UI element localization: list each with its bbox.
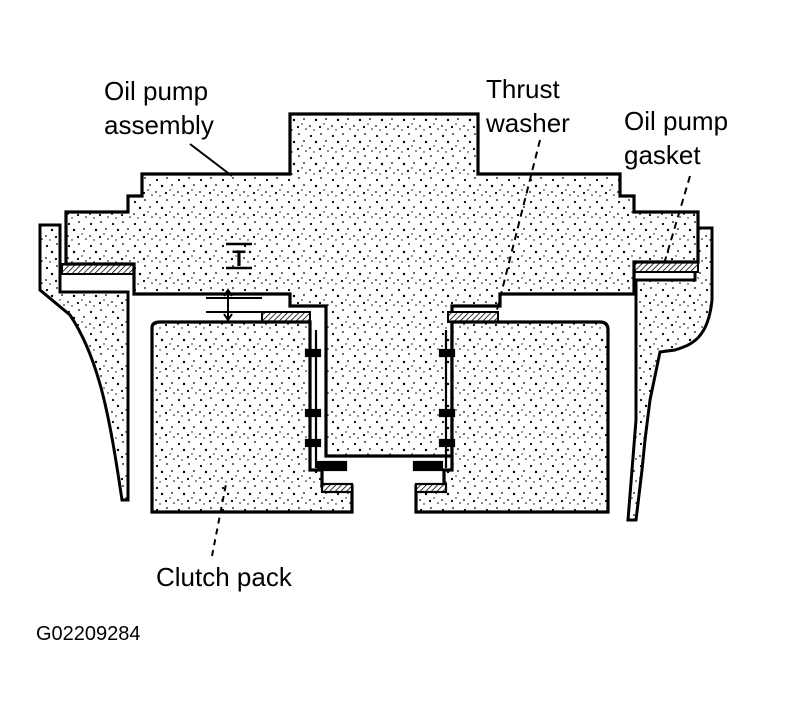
clearance-marks bbox=[206, 288, 262, 322]
label-oil-pump-gasket-line2: gasket bbox=[624, 140, 701, 170]
right-housing bbox=[626, 226, 714, 522]
left-housing bbox=[38, 223, 130, 502]
clutch-drum-right bbox=[412, 322, 456, 494]
dimension-symbol: T bbox=[226, 242, 252, 271]
label-oil-pump-assembly-line2: assembly bbox=[104, 110, 214, 140]
label-oil-pump-gasket-line1: Oil pump bbox=[624, 106, 728, 136]
label-thrust-washer-line1: Thrust bbox=[486, 74, 560, 104]
clutch-drum-left bbox=[304, 322, 354, 494]
dimension-mark-text: T bbox=[232, 246, 246, 271]
oil-pump-assembly-body bbox=[64, 112, 700, 458]
label-clutch-pack: Clutch pack bbox=[156, 562, 293, 592]
label-thrust-washer-line2: washer bbox=[485, 108, 570, 138]
figure-id: G02209284 bbox=[36, 623, 141, 645]
leader-lines bbox=[189, 139, 691, 557]
label-oil-pump-assembly-line1: Oil pump bbox=[104, 76, 208, 106]
